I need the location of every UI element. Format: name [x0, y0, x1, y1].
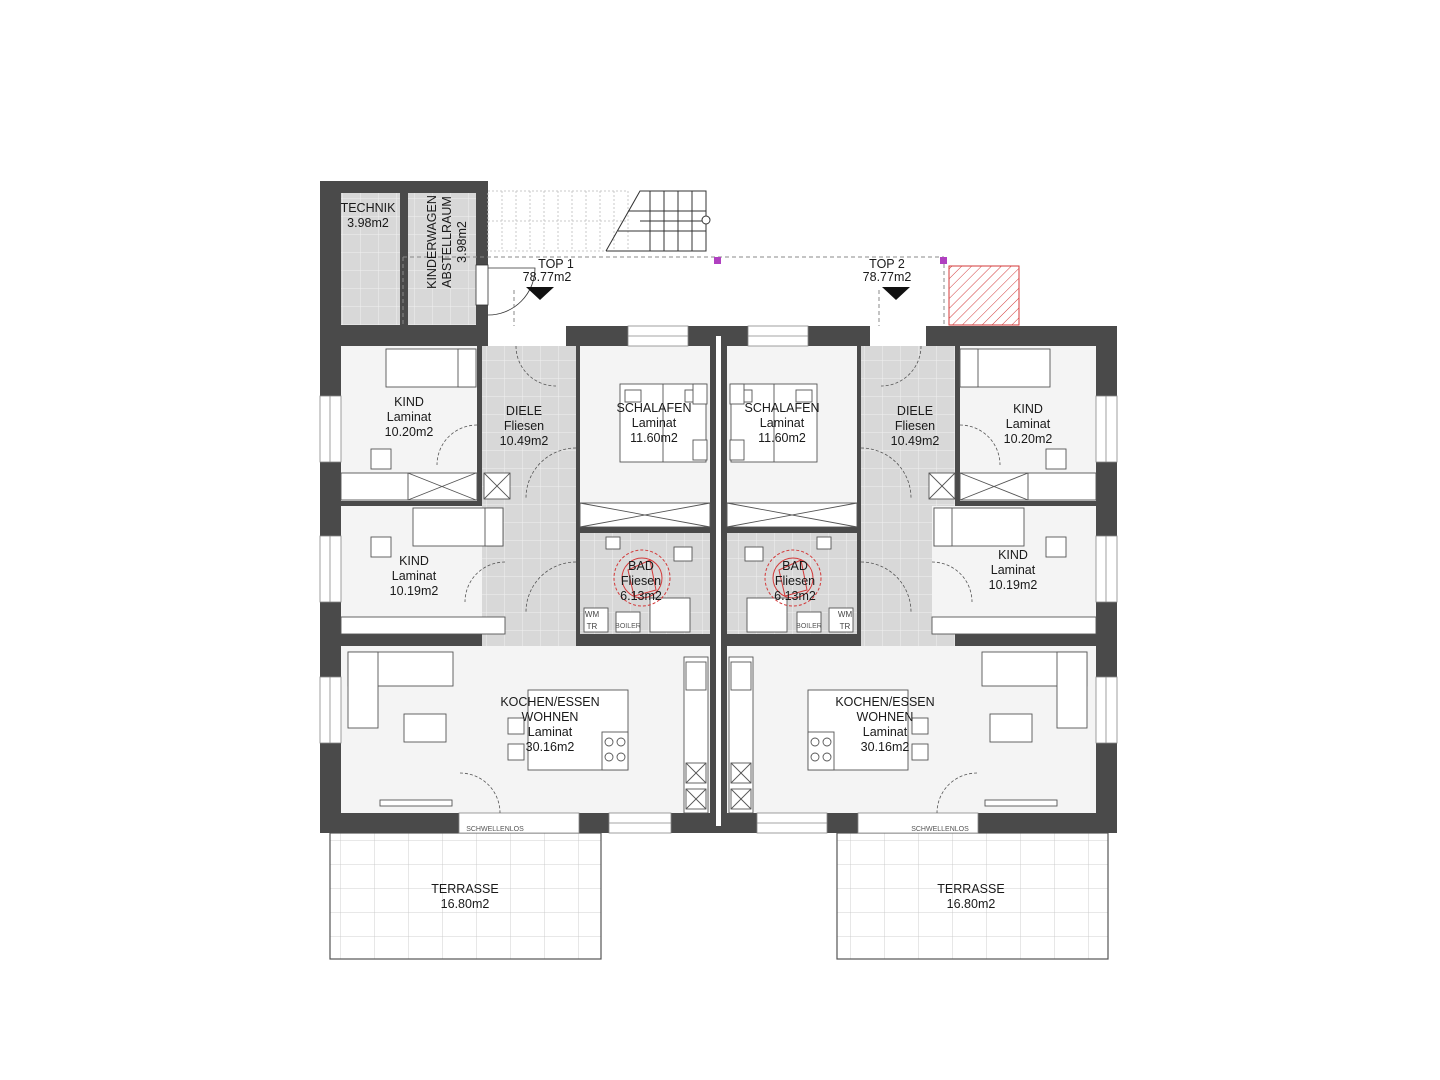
kinderwagen-name2: ABSTELLRAUM [440, 196, 454, 288]
kinderwagen-area: 3.98m2 [455, 221, 469, 263]
left-boiler-label: BOILER [615, 623, 641, 630]
left-terrasse-name: TERRASSE [431, 882, 498, 896]
right-diele-area: 10.49m2 [891, 434, 940, 448]
left-bath-turning-circle [613, 549, 671, 607]
left-kochen-area: 30.16m2 [526, 740, 575, 754]
technik-area: 3.98m2 [347, 216, 389, 230]
left-bad-name: BAD [628, 559, 654, 573]
marker-square-left [714, 257, 721, 264]
left-kind2-name: KIND [399, 554, 429, 568]
left-diele-name: DIELE [506, 404, 542, 418]
left-schlafen-name: SCHALAFEN [616, 401, 691, 415]
left-diele-area: 10.49m2 [500, 434, 549, 448]
right-diele-lower [861, 506, 932, 646]
kinderwagen-name: KINDERWAGEN [425, 195, 439, 289]
left-kind2-area: 10.19m2 [390, 584, 439, 598]
technik-name: TECHNIK [341, 201, 397, 215]
entrance-arrow-top2 [882, 287, 910, 300]
right-schlafen-area: 11.60m2 [758, 431, 806, 445]
left-diele-floor: Fliesen [504, 419, 544, 433]
marker-square-right [940, 257, 947, 264]
right-kind1-floor: Laminat [1006, 417, 1051, 431]
party-wall-gap [716, 336, 721, 826]
right-diele-floor: Fliesen [895, 419, 935, 433]
left-kind2-floor: Laminat [392, 569, 437, 583]
left-bad-area: 6.13m2 [620, 589, 662, 603]
left-diele-lower [505, 506, 576, 646]
right-kochen-name: KOCHEN/ESSEN [835, 695, 934, 709]
annex-door-swing [487, 267, 536, 316]
annex-door [475, 264, 489, 306]
technik-room [341, 193, 400, 325]
right-bad-floor: Fliesen [775, 574, 815, 588]
left-kochen-name: KOCHEN/ESSEN [500, 695, 599, 709]
terrace-left [329, 832, 602, 960]
right-schlafen-name: SCHALAFEN [744, 401, 819, 415]
right-tr-label: TR [840, 622, 851, 631]
left-bad-floor: Fliesen [621, 574, 661, 588]
right-kind2-floor: Laminat [991, 563, 1036, 577]
right-terrasse-area: 16.80m2 [947, 897, 996, 911]
hatched-area [948, 265, 1020, 326]
left-kind1-floor: Laminat [387, 410, 432, 424]
top2-area: 78.77m2 [863, 270, 912, 284]
left-schwellenlos: SCHWELLENLOS [466, 826, 524, 833]
right-kind1-area: 10.20m2 [1004, 432, 1053, 446]
left-kind1-area: 10.20m2 [385, 425, 434, 439]
top2-name: TOP 2 [869, 257, 905, 271]
right-terrasse-name: TERRASSE [937, 882, 1004, 896]
entrance-arrow-top1 [526, 287, 554, 300]
furniture-left [340, 348, 711, 814]
right-diele-name: DIELE [897, 404, 933, 418]
stairs-faded [487, 190, 629, 252]
left-kochen-floor: Laminat [528, 725, 573, 739]
left-tr-label: TR [587, 622, 598, 631]
right-schlafen-floor: Laminat [760, 416, 805, 430]
stairs [605, 190, 707, 252]
right-kochen-area: 30.16m2 [861, 740, 910, 754]
right-kochen-name2: WOHNEN [857, 710, 914, 724]
entrance-door-left [488, 326, 566, 346]
entrance-door-right [870, 326, 926, 346]
top1-area: 78.77m2 [523, 270, 572, 284]
stairs-post [701, 215, 711, 225]
right-kind1-name: KIND [1013, 402, 1043, 416]
terrace-right [836, 832, 1109, 960]
left-kind1-name: KIND [394, 395, 424, 409]
left-schlafen-floor: Laminat [632, 416, 677, 430]
right-bad-area: 6.13m2 [774, 589, 816, 603]
right-wm-label: WM [838, 610, 853, 619]
right-schwellenlos: SCHWELLENLOS [911, 826, 969, 833]
right-boiler-label: BOILER [796, 623, 822, 630]
left-wm-label: WM [585, 610, 600, 619]
left-terrasse-area: 16.80m2 [441, 897, 490, 911]
furniture-right [726, 348, 1097, 814]
windows [319, 325, 1118, 834]
right-kind2-area: 10.19m2 [989, 578, 1038, 592]
right-bad-name: BAD [782, 559, 808, 573]
right-kind2-name: KIND [998, 548, 1028, 562]
top1-name: TOP 1 [538, 257, 574, 271]
left-kochen-name2: WOHNEN [522, 710, 579, 724]
right-bath-turning-circle [764, 549, 822, 607]
door-swings [436, 345, 1001, 814]
kinderwagen-room [408, 193, 476, 325]
right-kochen-floor: Laminat [863, 725, 908, 739]
left-schlafen-area: 11.60m2 [630, 431, 678, 445]
